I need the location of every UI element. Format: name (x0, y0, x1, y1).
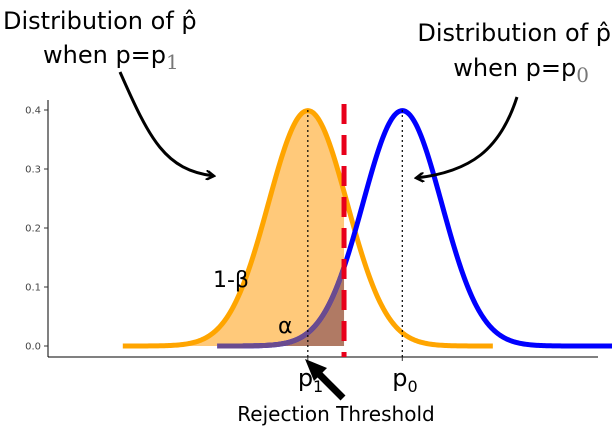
label-one-minus-beta: 1-β (213, 268, 249, 293)
curve-blue-overlap (217, 266, 347, 349)
y-tick-label: 0.2 (25, 224, 41, 235)
arrow-to-orange (118, 71, 214, 176)
annotation-dist_p1-line2: when p=p1 (43, 41, 179, 74)
annotation-dist_p0-line2: when p=p0 (453, 54, 589, 87)
y-tick-label: 0.3 (25, 165, 41, 176)
y-tick-label: 0.1 (25, 283, 41, 294)
x-tick-label: p0 (392, 364, 417, 396)
y-tick-label: 0.4 (25, 106, 41, 117)
annotation-dist_p1-line1: Distribution of p̂ (3, 7, 197, 35)
arrow-to-threshold-head (305, 359, 327, 381)
fill-one-minus-beta (122, 110, 345, 346)
label-alpha: α (278, 314, 293, 339)
fill-alpha (217, 267, 345, 346)
arrow-to-blue (416, 96, 519, 178)
threshold-label: Rejection Threshold (237, 402, 434, 426)
annotation-dist_p0-line1: Distribution of p̂ (417, 19, 611, 47)
y-tick-label: 0.0 (25, 342, 41, 353)
